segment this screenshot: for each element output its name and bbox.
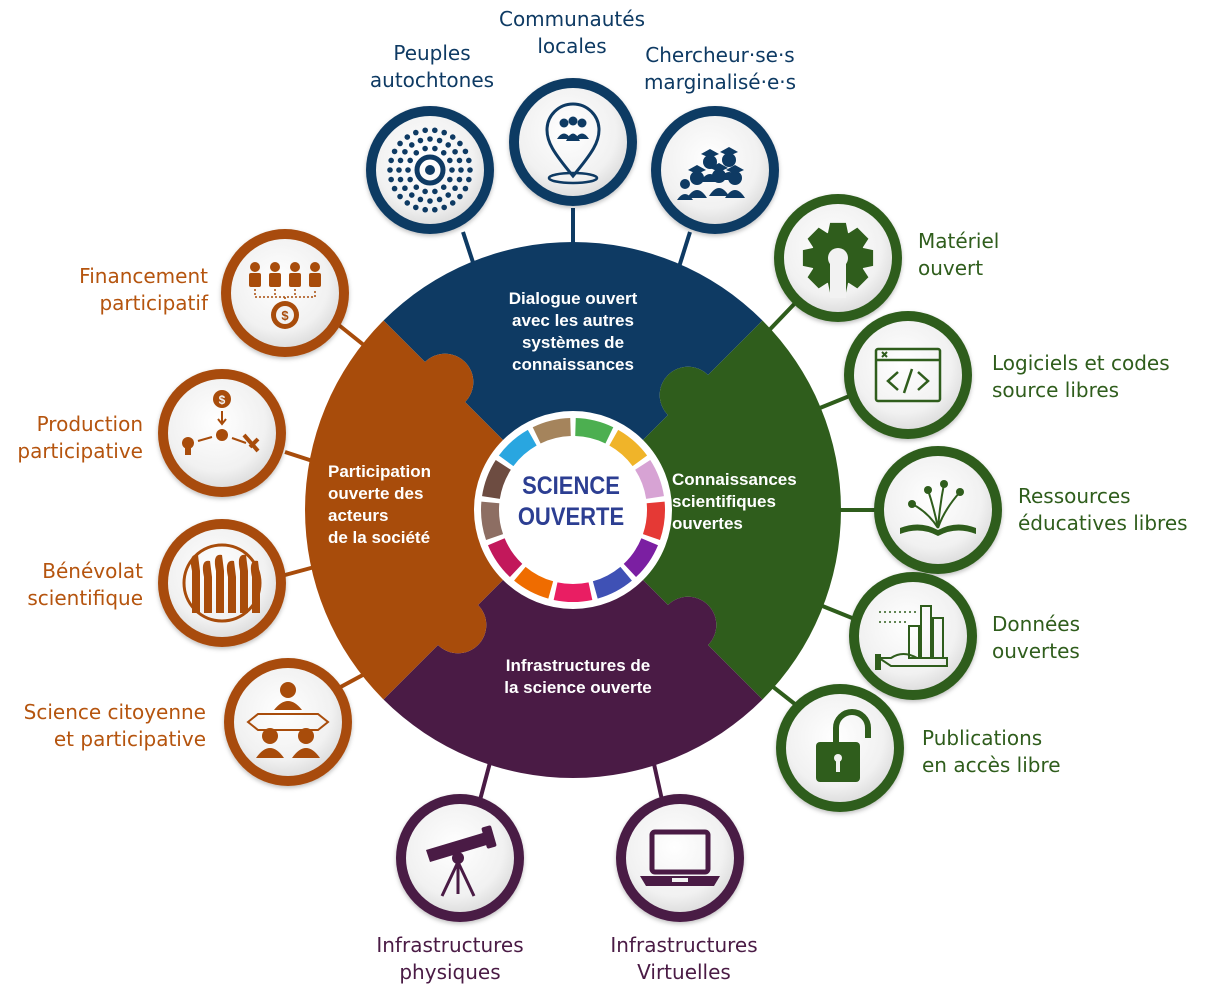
open-hardware-gear-badge	[774, 194, 902, 322]
open-hardware-gear-icon	[802, 222, 874, 298]
center-ring-segment	[575, 418, 614, 444]
crowdfunding-icon: $	[249, 262, 321, 329]
open-lock-icon	[816, 709, 871, 782]
graduates-badge	[651, 106, 779, 234]
dot-circle-badge	[366, 106, 494, 234]
svg-text:$: $	[219, 393, 226, 407]
center-ring-segment	[482, 460, 511, 499]
community-pin-icon	[545, 102, 601, 185]
code-window-icon	[874, 347, 942, 403]
segment-left-label: Participation ouverte des acteurs de la …	[328, 462, 431, 547]
citizen-science-badge	[224, 658, 352, 786]
segment-right-green	[640, 320, 841, 700]
center-ring-segment	[532, 418, 571, 444]
code-window-badge	[844, 311, 972, 439]
center-ring-segment	[553, 582, 593, 602]
raised-hands-icon	[182, 543, 262, 623]
dot-circle-icon	[387, 127, 473, 213]
center-ring-segment	[592, 566, 632, 599]
community-pin-badge	[509, 78, 637, 206]
center-title-line1: SCIENCE	[522, 472, 620, 500]
center-ring-segment	[635, 460, 664, 499]
segment-bottom-purple	[383, 577, 763, 778]
open-book-plant-icon	[900, 480, 976, 536]
open-lock-badge	[776, 684, 904, 812]
center-title: SCIENCE OUVERTE	[505, 471, 637, 533]
laptop-badge	[616, 794, 744, 922]
data-hand-icon	[875, 605, 948, 670]
open-book-plant-badge	[874, 446, 1002, 574]
crowdfunding-badge: $	[221, 229, 349, 357]
center-ring-segment	[609, 429, 648, 467]
center-ring-segment	[498, 429, 537, 467]
raised-hands-badge	[158, 519, 286, 647]
crowdsourcing-icon: $	[182, 390, 260, 455]
data-hand-badge	[849, 572, 977, 700]
telescope-icon	[426, 825, 497, 897]
center-ring-segment	[487, 538, 523, 578]
center-disc	[507, 444, 639, 576]
center-ring-segment	[514, 566, 554, 599]
segment-top-blue	[383, 242, 763, 443]
center-ring-segment	[642, 501, 665, 541]
citizen-science-icon	[246, 682, 330, 758]
segment-left-orange	[305, 320, 506, 700]
center-title-line2: OUVERTE	[517, 503, 625, 531]
crowdsourcing-badge: $	[158, 369, 286, 497]
center-ring-segment	[480, 501, 504, 541]
segment-top-label: Dialogue ouvert avec les autres systèmes…	[508, 289, 638, 374]
telescope-badge	[396, 794, 524, 922]
segment-right-label: Connaissances scientifiques ouvertes	[672, 470, 797, 533]
segment-bottom-label: Infrastructures de la science ouverte	[504, 656, 652, 697]
laptop-icon	[640, 829, 720, 886]
center-color-ring	[474, 411, 672, 609]
graduates-icon	[677, 147, 745, 200]
center-ring-segment	[623, 538, 659, 578]
svg-text:$: $	[281, 308, 289, 323]
